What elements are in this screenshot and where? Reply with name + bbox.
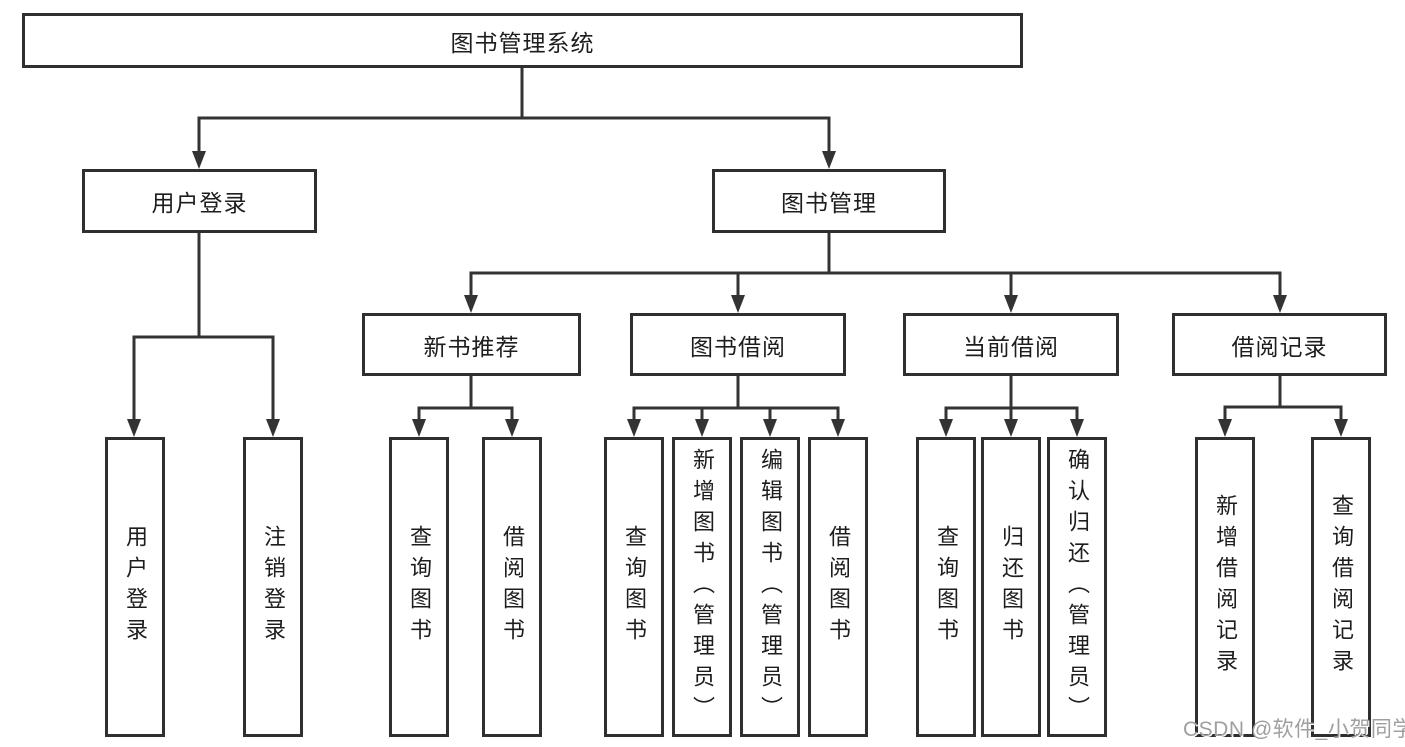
node-user-login: 用户登录 <box>82 169 317 233</box>
node-label: 图书管理系统 <box>450 29 595 56</box>
connector-root-to-level2 <box>192 66 836 169</box>
leaf-current-confirm-return-admin: 确认归还（管理员） <box>1047 437 1107 737</box>
leaf-current-query-books: 查询图书 <box>916 437 976 737</box>
leaf-current-return-books: 归还图书 <box>981 437 1041 737</box>
leaf-recommend-borrow-books: 借阅图书 <box>482 437 542 737</box>
connector-book-management-children <box>464 231 1287 313</box>
connector-record-children <box>1218 374 1348 437</box>
connector-user-login-children <box>127 231 280 437</box>
node-label: 当前借阅 <box>963 333 1059 360</box>
leaf-recommend-query-books: 查询图书 <box>389 437 449 737</box>
node-label: 借阅记录 <box>1231 333 1328 360</box>
leaf-record-query-borrow-record: 查询借阅记录 <box>1311 437 1371 737</box>
csdn-watermark: CSDN @软件_小贺同学 <box>1183 718 1405 741</box>
node-book-borrow: 图书借阅 <box>630 313 846 376</box>
connector-current-children <box>939 374 1084 437</box>
leaf-borrow-borrow-books: 借阅图书 <box>808 437 868 737</box>
leaf-borrow-query-books: 查询图书 <box>604 437 664 737</box>
leaf-record-add-borrow-record: 新增借阅记录 <box>1195 437 1255 737</box>
node-label: 图书管理 <box>781 190 877 216</box>
leaf-borrow-add-books-admin: 新增图书（管理员） <box>672 437 732 737</box>
leaf-label: 查询图书 <box>407 525 432 649</box>
leaf-label: 查询图书 <box>622 525 647 649</box>
leaf-label: 注销登录 <box>261 525 286 649</box>
leaf-label: 新增借阅记录 <box>1213 494 1238 680</box>
connector-recommend-children <box>412 374 519 437</box>
node-label: 新书推荐 <box>423 333 520 360</box>
leaf-user-login: 用户登录 <box>105 437 165 737</box>
leaf-label: 查询图书 <box>934 525 959 649</box>
leaf-label: 查询借阅记录 <box>1329 494 1354 680</box>
node-library-management-system: 图书管理系统 <box>22 13 1023 68</box>
leaf-label: 借阅图书 <box>826 525 851 649</box>
leaf-label: 新增图书（管理员） <box>690 447 715 727</box>
leaf-label: 归还图书 <box>999 525 1024 649</box>
node-book-management: 图书管理 <box>712 169 946 233</box>
leaf-label: 编辑图书（管理员） <box>758 447 783 727</box>
node-borrow-record: 借阅记录 <box>1172 313 1387 376</box>
connector-borrow-children <box>627 374 845 437</box>
leaf-label: 确认归还（管理员） <box>1065 447 1090 727</box>
leaf-logout-login: 注销登录 <box>243 437 303 737</box>
leaf-label: 用户登录 <box>123 525 148 649</box>
node-current-borrow: 当前借阅 <box>903 313 1119 376</box>
leaf-borrow-edit-books-admin: 编辑图书（管理员） <box>740 437 800 737</box>
leaf-label: 借阅图书 <box>500 525 525 649</box>
node-label: 用户登录 <box>151 190 248 216</box>
node-new-book-recommend: 新书推荐 <box>362 313 581 376</box>
node-label: 图书借阅 <box>690 333 786 360</box>
